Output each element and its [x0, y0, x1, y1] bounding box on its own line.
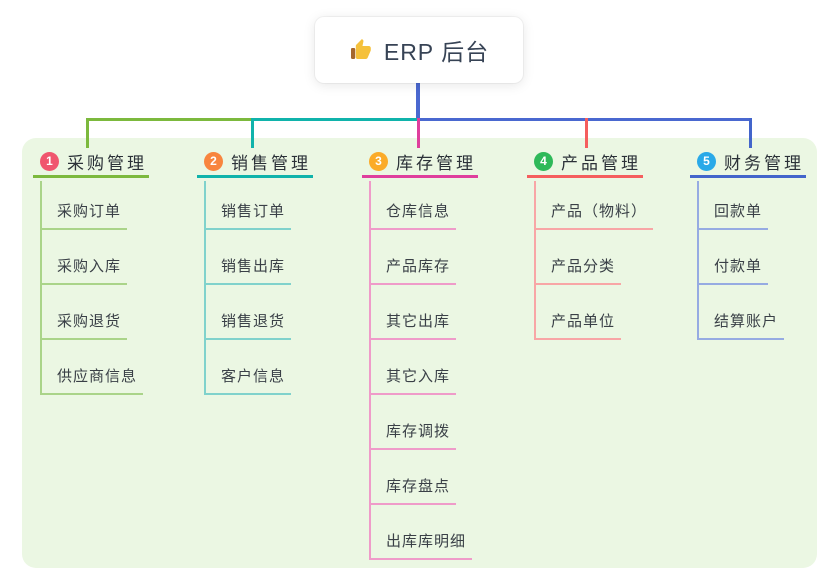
branch-4-child-1[interactable]: 产品（物料） [534, 196, 654, 230]
branch-3-badge: 3 [369, 151, 388, 171]
branch-5-title[interactable]: 5 财务管理 [690, 147, 806, 178]
connector-drop-branch-5 [749, 118, 752, 148]
branch-4-title[interactable]: 4 产品管理 [527, 147, 643, 178]
branch-1-child-3[interactable]: 采购退货 [40, 306, 128, 340]
branch-2-child-4[interactable]: 客户信息 [204, 361, 292, 395]
branch-5-label: 财务管理 [724, 153, 804, 173]
connector-drop-branch-3 [417, 118, 420, 148]
branch-3-child-6[interactable]: 库存盘点 [369, 471, 457, 505]
branch-1-label: 采购管理 [67, 153, 147, 173]
branch-3-child-2[interactable]: 产品库存 [369, 251, 457, 285]
branch-4-spine [534, 181, 536, 340]
branch-2-spine [204, 181, 206, 395]
branch-4-badge: 4 [534, 151, 553, 171]
branch-4-child-3[interactable]: 产品单位 [534, 306, 622, 340]
branch-1-child-4[interactable]: 供应商信息 [40, 361, 144, 395]
branches-panel [22, 138, 817, 568]
branch-4-label: 产品管理 [561, 153, 641, 173]
branch-2-label: 销售管理 [231, 153, 311, 173]
branch-1-child-2[interactable]: 采购入库 [40, 251, 128, 285]
thumbs-up-icon [349, 38, 373, 62]
branch-3-child-7[interactable]: 出库库明细 [369, 526, 473, 560]
connector-drop-branch-2 [251, 118, 254, 148]
branch-3-child-1[interactable]: 仓库信息 [369, 196, 457, 230]
branch-3-child-3[interactable]: 其它出库 [369, 306, 457, 340]
connector-root-stem [416, 83, 420, 121]
connector-bus-left-green [86, 118, 253, 121]
connector-drop-branch-1 [86, 118, 89, 148]
branch-5-badge: 5 [697, 151, 716, 171]
root-label: ERP 后台 [383, 39, 490, 65]
branch-3-child-4[interactable]: 其它入库 [369, 361, 457, 395]
branch-5-child-3[interactable]: 结算账户 [697, 306, 785, 340]
branch-3-title[interactable]: 3 库存管理 [362, 147, 478, 178]
connector-drop-branch-4 [585, 118, 588, 148]
branch-2-child-2[interactable]: 销售出库 [204, 251, 292, 285]
root-node[interactable]: ERP 后台 [315, 17, 523, 83]
branch-1-title[interactable]: 1 采购管理 [33, 147, 149, 178]
branch-3-child-5[interactable]: 库存调拨 [369, 416, 457, 450]
branch-1-spine [40, 181, 42, 395]
branch-3-label: 库存管理 [396, 153, 476, 173]
branch-4-child-2[interactable]: 产品分类 [534, 251, 622, 285]
branch-3-spine [369, 181, 371, 560]
branch-5-child-2[interactable]: 付款单 [697, 251, 769, 285]
branch-5-child-1[interactable]: 回款单 [697, 196, 769, 230]
branch-1-badge: 1 [40, 151, 59, 171]
branch-2-child-3[interactable]: 销售退货 [204, 306, 292, 340]
branch-1-child-1[interactable]: 采购订单 [40, 196, 128, 230]
branch-2-child-1[interactable]: 销售订单 [204, 196, 292, 230]
connector-bus-left-teal [253, 118, 419, 121]
branch-2-badge: 2 [204, 151, 223, 171]
branch-2-title[interactable]: 2 销售管理 [197, 147, 313, 178]
branch-5-spine [697, 181, 699, 340]
